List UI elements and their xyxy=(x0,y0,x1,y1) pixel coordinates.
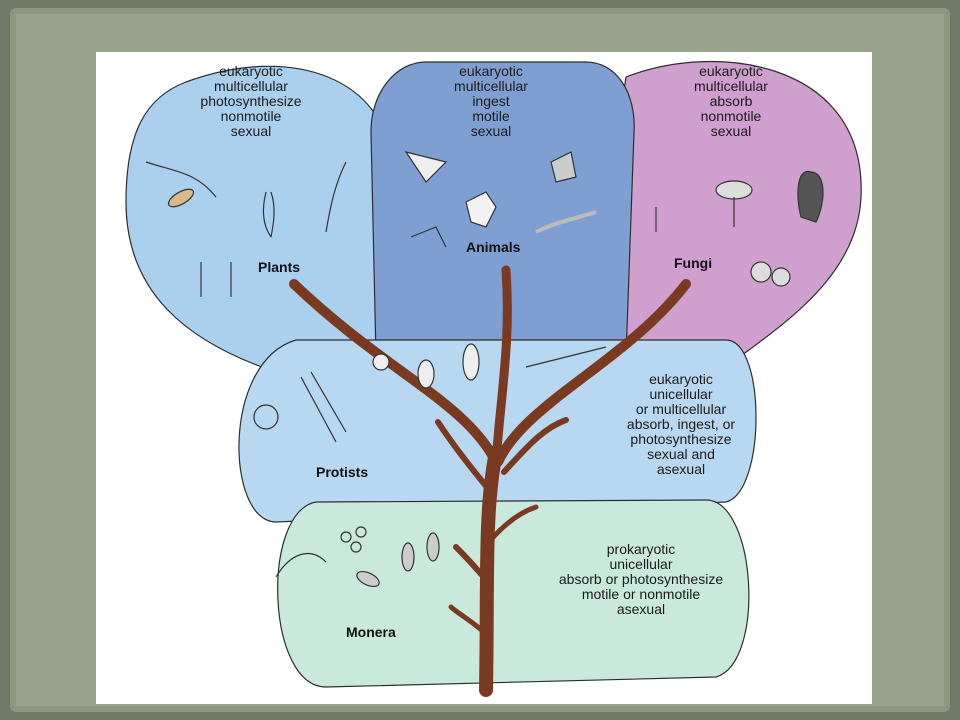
monera-label: Monera xyxy=(346,624,396,640)
plants-trait: nonmotile xyxy=(220,108,282,124)
animals-trait: eukaryotic xyxy=(459,63,523,79)
animal-sketches xyxy=(404,151,597,248)
protists-label: Protists xyxy=(316,464,369,480)
monera-trait: absorb or photosynthesize xyxy=(558,571,724,587)
tree-of-life-diagram xyxy=(96,52,872,704)
animals-trait: multicellular xyxy=(454,78,528,94)
protists-trait: or multicellular xyxy=(635,401,727,417)
plants-lobe xyxy=(125,65,397,373)
monera-trait: asexual xyxy=(616,601,666,617)
animals-traits: eukaryotic multicellular ingest motile s… xyxy=(426,64,556,139)
protists-trait: sexual and xyxy=(647,446,715,462)
monera-traits: prokaryotic unicellular absorb or photos… xyxy=(541,542,741,617)
tree-trunk xyxy=(289,265,691,697)
animals-trait: ingest xyxy=(472,93,510,109)
animals-label: Animals xyxy=(466,239,521,255)
plants-label: Plants xyxy=(258,259,301,275)
protist-sketches xyxy=(253,343,607,443)
fungi-sketches xyxy=(655,170,824,287)
fungi-lobe xyxy=(585,61,862,368)
plants-trait: multicellular xyxy=(214,78,288,94)
protists-trait: eukaryotic xyxy=(649,371,713,387)
fungi-trait: absorb xyxy=(709,93,753,109)
protists-traits: eukaryotic unicellular or multicellular … xyxy=(596,372,766,477)
plant-sketches xyxy=(145,161,347,297)
plants-trait: photosynthesize xyxy=(200,93,302,109)
fungi-trait: nonmotile xyxy=(700,108,762,124)
fungi-traits: eukaryotic multicellular absorb nonmotil… xyxy=(666,64,796,139)
fungi-trait: sexual xyxy=(710,123,752,139)
monera-sketches xyxy=(275,526,440,588)
monera-band xyxy=(277,499,750,688)
animals-trait: sexual xyxy=(470,123,512,139)
protists-trait: absorb, ingest, or xyxy=(626,416,736,432)
monera-trait: unicellular xyxy=(609,556,673,572)
fungi-trait: eukaryotic xyxy=(699,63,763,79)
slide: eukaryotic multicellular photosynthesize… xyxy=(26,22,942,708)
monera-trait: prokaryotic xyxy=(606,541,676,557)
plants-traits: eukaryotic multicellular photosynthesize… xyxy=(176,64,326,139)
plants-trait: sexual xyxy=(230,123,272,139)
fungi-label: Fungi xyxy=(674,255,713,271)
protists-trait: asexual xyxy=(656,461,706,477)
fungi-trait: multicellular xyxy=(694,78,768,94)
animals-trait: motile xyxy=(472,108,510,124)
monera-trait: motile or nonmotile xyxy=(581,586,701,602)
protists-trait: photosynthesize xyxy=(630,431,732,447)
protists-trait: unicellular xyxy=(649,386,713,402)
plants-trait: eukaryotic xyxy=(219,63,283,79)
